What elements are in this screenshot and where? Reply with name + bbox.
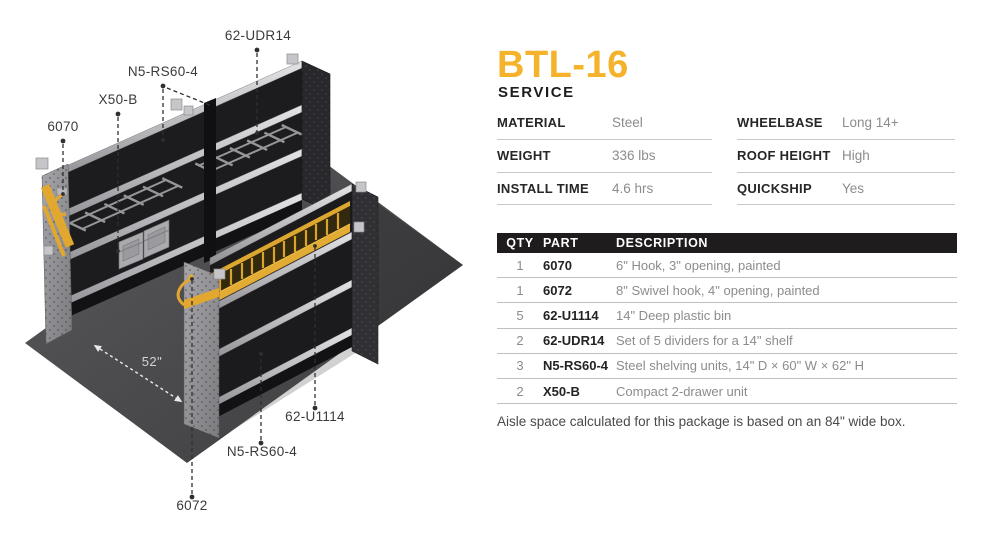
spec-value: 336 lbs (612, 148, 656, 164)
spec-table-left: MATERIAL Steel WEIGHT 336 lbs INSTALL TI… (497, 107, 712, 206)
shelving-package-illustration: 52" 62-UDR14 N5-RS60-4 X50-B 6070 62-U11… (25, 28, 463, 513)
spec-label: WHEELBASE (737, 115, 823, 131)
table-row: 1 6072 8" Swivel hook, 4" opening, paint… (497, 278, 957, 304)
part-qty: 5 (516, 307, 524, 323)
part-number: 6072 (543, 282, 572, 298)
spec-row-quickship: QUICKSHIP Yes (737, 173, 955, 206)
front-unit-near-end-panel (183, 261, 220, 439)
part-number: X50-B (543, 383, 580, 399)
callout-62-u1114: 62-U1114 (285, 409, 345, 424)
table-row: 2 X50-B Compact 2-drawer unit (497, 379, 957, 405)
column-header-qty: QTY (506, 236, 534, 250)
part-qty: 2 (516, 333, 524, 349)
column-header-description: DESCRIPTION (616, 236, 709, 250)
arrowhead-down-right (174, 395, 183, 403)
shelf-rails-back (47, 60, 303, 314)
spec-table-right: WHEELBASE Long 14+ ROOF HEIGHT High QUIC… (737, 107, 955, 206)
callout-x50-b: X50-B (98, 92, 137, 107)
part-number: 62-U1114 (543, 307, 599, 323)
part-description: Steel shelving units, 14" D × 60" W × 62… (616, 358, 864, 374)
part-number: 62-UDR14 (543, 333, 605, 349)
parts-table-header: QTY PART DESCRIPTION (497, 233, 957, 253)
spec-row-material: MATERIAL Steel (497, 107, 712, 140)
yellow-stripe-thin (42, 205, 66, 257)
shelf-dividers-left (65, 177, 183, 232)
table-row: 3 N5-RS60-4 Steel shelving units, 14" D … (497, 354, 957, 379)
yellow-stripe (40, 184, 75, 248)
back-unit-right-end-panel (301, 60, 331, 213)
center-post (204, 98, 216, 263)
back-unit-left-end-panel (40, 163, 75, 345)
callout-n5-rs60-4-bottom: N5-RS60-4 (227, 444, 297, 459)
spec-value: Steel (612, 115, 643, 131)
mount-bracket-front-top (355, 181, 367, 193)
part-description: Set of 5 dividers for a 14" shelf (616, 333, 793, 349)
part-qty: 3 (516, 358, 524, 374)
part-qty: 1 (516, 257, 524, 273)
aisle-dimension: 52" (93, 344, 183, 403)
spec-label: MATERIAL (497, 115, 566, 131)
part-qty: 1 (516, 282, 524, 298)
spec-value: Yes (842, 180, 865, 196)
spec-value: Long 14+ (842, 115, 899, 131)
callout-62-udr14: 62-UDR14 (225, 28, 291, 43)
spec-value: 4.6 hrs (612, 180, 654, 196)
dimension-52-label: 52" (142, 354, 163, 369)
part-number: N5-RS60-4 (543, 358, 609, 374)
part-qty: 2 (516, 383, 524, 399)
spec-label: WEIGHT (497, 148, 551, 164)
aisle-space-note: Aisle space calculated for this package … (497, 414, 906, 429)
callout-6072: 6072 (176, 498, 207, 513)
spec-row-install-time: INSTALL TIME 4.6 hrs (497, 173, 712, 206)
part-description: 6" Hook, 3" opening, painted (616, 257, 781, 273)
column-header-part: PART (543, 236, 579, 250)
spec-row-wheelbase: WHEELBASE Long 14+ (737, 107, 955, 140)
page-subtitle: SERVICE (498, 84, 575, 101)
front-unit-far-end-panel (351, 183, 379, 365)
plastic-bins-62-u1114 (211, 201, 351, 304)
parts-table: QTY PART DESCRIPTION 1 6070 6" Hook, 3" … (497, 233, 957, 405)
spec-row-weight: WEIGHT 336 lbs (497, 140, 712, 173)
spec-value: High (842, 148, 870, 164)
table-row: 5 62-U1114 14" Deep plastic bin (497, 303, 957, 329)
spec-row-roof-height: ROOF HEIGHT High (737, 140, 955, 173)
spec-label: ROOF HEIGHT (737, 148, 831, 164)
mount-brackets-back (35, 53, 299, 256)
part-number: 6070 (543, 257, 572, 273)
callout-dots (60, 47, 318, 500)
part-description: 8" Swivel hook, 4" opening, painted (616, 282, 820, 298)
part-description: 14" Deep plastic bin (616, 307, 732, 323)
mount-bracket-front (213, 268, 226, 280)
callout-6070: 6070 (47, 119, 78, 134)
drawer-units-x50b (118, 219, 170, 270)
floor-shadow (187, 195, 463, 463)
arrowhead-up-left (93, 344, 102, 352)
table-row: 1 6070 6" Hook, 3" opening, painted (497, 253, 957, 279)
part-description: Compact 2-drawer unit (616, 383, 748, 399)
front-shelving-unit (176, 181, 379, 439)
spec-label: INSTALL TIME (497, 180, 589, 196)
table-row: 2 62-UDR14 Set of 5 dividers for a 14" s… (497, 329, 957, 354)
callout-n5-rs60-4-top: N5-RS60-4 (128, 64, 198, 79)
shelf-rails-front (209, 183, 353, 410)
page-title: BTL-16 (497, 44, 629, 86)
spec-label: QUICKSHIP (737, 180, 812, 196)
callout-leaders (62, 53, 316, 494)
